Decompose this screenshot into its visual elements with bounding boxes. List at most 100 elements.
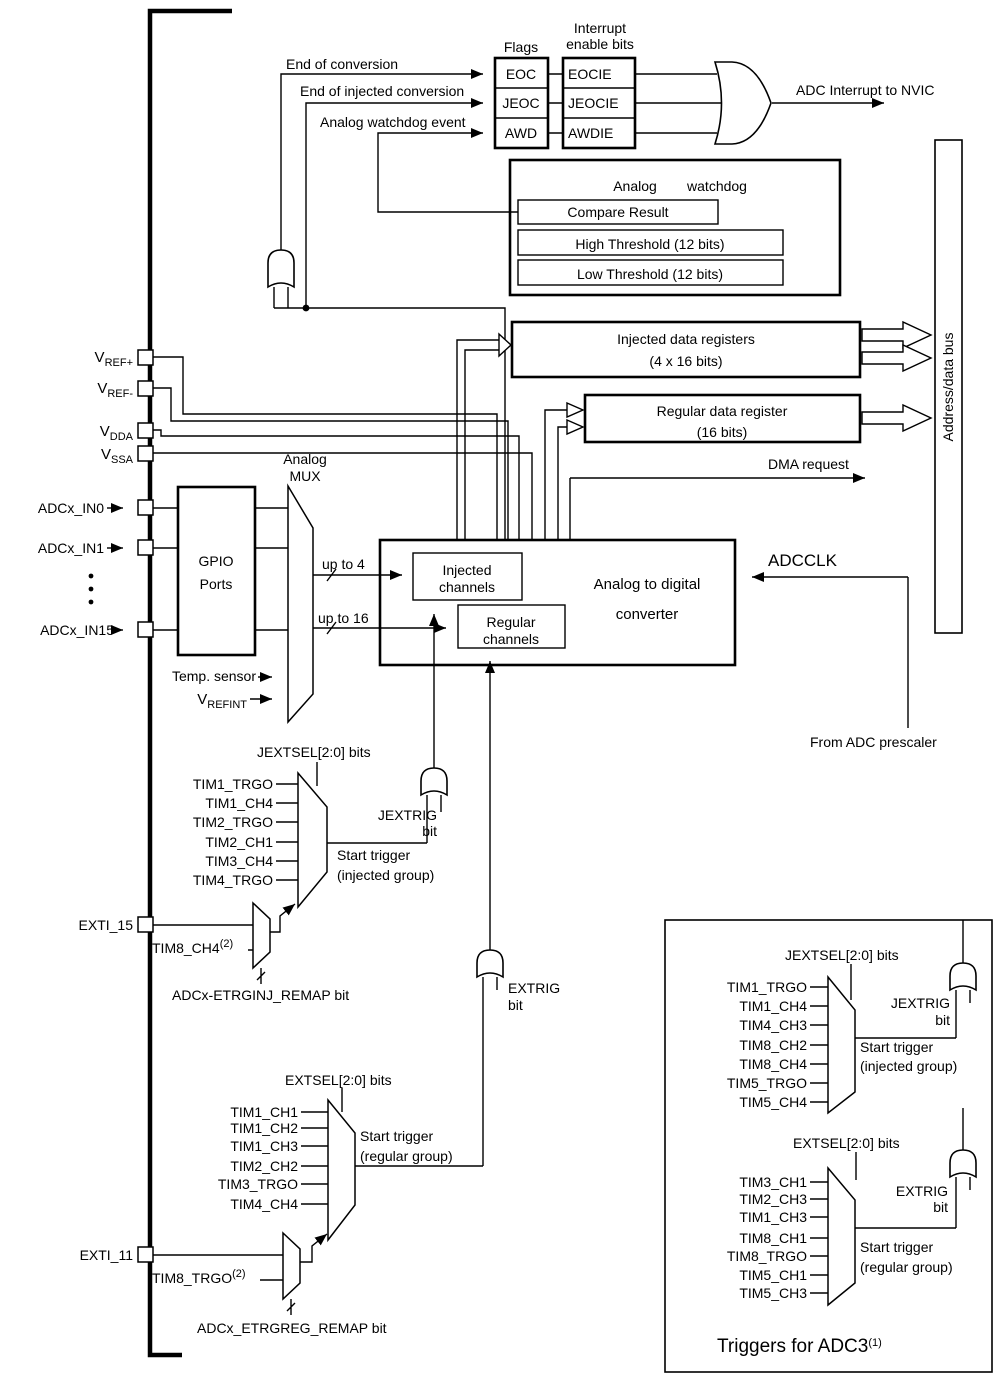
adcx-in0-label: ADCx_IN0 — [38, 500, 104, 516]
flags-box — [493, 56, 550, 150]
injected-registers-label-1: Injected data registers — [617, 331, 755, 347]
adc3-extrig-gate — [949, 1149, 977, 1179]
injected-channels-box — [412, 552, 523, 601]
injected-input-arrowhead — [498, 332, 513, 358]
trigger-input-label: TIM8_CH2 — [739, 1037, 807, 1053]
jextsel-label: JEXTSEL[2:0] bits — [257, 744, 371, 760]
extsel-label: EXTSEL[2:0] bits — [285, 1072, 392, 1088]
trigger-input-label: TIM1_CH3 — [739, 1209, 807, 1225]
remap-inj-out — [270, 903, 296, 933]
injected-channels-label-2: channels — [439, 579, 495, 595]
etrgreg-remap-label: ADCx_ETRGREG_REMAP bit — [197, 1320, 387, 1336]
adcclk-label: ADCCLK — [768, 551, 838, 570]
trigger-input-label: TIM1_TRGO — [727, 979, 807, 995]
chip-boundary-bracket — [147, 8, 232, 1358]
pin-squares — [137, 349, 154, 1263]
extrig-label: EXTRIG — [508, 980, 560, 996]
regular-to-bus-arrow — [861, 403, 933, 433]
eoc-line — [280, 69, 483, 250]
trigger-input-label: TIM5_CH1 — [739, 1267, 807, 1283]
trigger-input-label: TIM4_CH4 — [230, 1196, 298, 1212]
vdda-label: VDDA — [100, 423, 134, 443]
adc3-extsel-mux — [827, 1165, 856, 1307]
adc3-start-inj-2: (injected group) — [860, 1058, 957, 1074]
junction-dot — [302, 304, 310, 312]
trigger-input-label: TIM3_CH4 — [205, 853, 273, 869]
watchdog-title-1: Analog — [613, 178, 657, 194]
exti15-pin — [137, 916, 154, 933]
in15-pin — [137, 621, 154, 638]
injected-remap-mux — [252, 901, 271, 970]
regular-input-arrowhead-1 — [566, 401, 585, 419]
dma-request-label: DMA request — [768, 456, 849, 472]
exti11-label: EXTI_11 — [80, 1247, 134, 1263]
up-to-16-label: up to 16 — [318, 610, 369, 626]
trigger-input-label: TIM1_CH2 — [230, 1120, 298, 1136]
regular-input-arrowhead-2 — [566, 418, 585, 436]
address-data-bus-label: Address/data bus — [940, 333, 956, 442]
tim8-trgo-label: TIM8_TRGO(2) — [152, 1268, 246, 1286]
regular-channels-box — [457, 604, 566, 649]
jextrig-label: JEXTRIG — [378, 807, 437, 823]
vref-minus-label: VREF- — [97, 380, 133, 400]
compare-result-box — [517, 199, 719, 225]
enable-jeocie: JEOCIE — [568, 95, 619, 111]
enable-title-1: Interrupt — [574, 20, 626, 36]
analog-watchdog-event-label: Analog watchdog event — [320, 114, 466, 130]
low-threshold-label: Low Threshold (12 bits) — [577, 266, 723, 282]
vssa-label: VSSA — [101, 446, 134, 466]
wiring — [153, 73, 971, 1315]
vrefint-label: VREFINT — [197, 691, 247, 711]
enable-awdie: AWDIE — [568, 125, 613, 141]
trigger-input-label: TIM8_TRGO — [727, 1248, 807, 1264]
jextrig-and-gate — [420, 767, 448, 797]
extsel-mux — [327, 1097, 356, 1243]
adc3-jextsel-label: JEXTSEL[2:0] bits — [785, 947, 899, 963]
regular-channels-label-1: Regular — [486, 614, 535, 630]
vssa-pin — [137, 445, 154, 462]
converter-label-1: Analog to digital — [594, 576, 701, 593]
analog-mux-label-2: MUX — [289, 468, 321, 484]
gpio-label-2: Ports — [200, 576, 233, 592]
trigger-input-label: TIM2_CH2 — [230, 1158, 298, 1174]
start-trigger-reg-2: (regular group) — [360, 1148, 453, 1164]
enable-title-2: enable bits — [566, 36, 634, 52]
etrginj-remap-label: ADCx-ETRGINJ_REMAP bit — [172, 987, 349, 1003]
end-of-conversion-label: End of conversion — [286, 56, 398, 72]
analog-watchdog-box — [508, 158, 842, 297]
address-data-bus — [934, 139, 963, 634]
converter-label-2: converter — [616, 606, 679, 623]
enable-eocie: EOCIE — [568, 66, 612, 82]
trigger-input-label: TIM5_CH4 — [739, 1094, 807, 1110]
start-trigger-inj-1: Start trigger — [337, 847, 410, 863]
extrig-bit-label: bit — [508, 997, 523, 1013]
adc3-extrig-label: EXTRIG — [896, 1183, 948, 1199]
nvic-label: ADC Interrupt to NVIC — [796, 82, 935, 98]
arrow-wires — [107, 69, 908, 1263]
adcx-in1-label: ADCx_IN1 — [38, 540, 104, 556]
labels: Flags Interrupt enable bits EOC JEOC AWD… — [38, 20, 957, 1357]
adc3-start-reg-1: Start trigger — [860, 1239, 933, 1255]
injected-registers-label-2: (4 x 16 bits) — [649, 353, 722, 369]
trigger-input-label: TIM4_TRGO — [193, 872, 273, 888]
gpio-ports-box — [176, 485, 257, 657]
temp-sensor-label: Temp. sensor — [172, 668, 256, 684]
trigger-input-label: TIM1_CH4 — [739, 998, 807, 1014]
adc3-extsel-label: EXTSEL[2:0] bits — [793, 1135, 900, 1151]
end-of-injected-label: End of injected conversion — [300, 83, 464, 99]
vref-plus-pin — [137, 349, 154, 366]
adcx-in15-label: ADCx_IN15 — [40, 622, 114, 638]
trigger-input-label: TIM1_CH3 — [230, 1138, 298, 1154]
jeoc-line — [305, 98, 483, 308]
awd-line — [377, 128, 518, 213]
adc3-start-reg-2: (regular group) — [860, 1259, 953, 1275]
injected-channels-label-1: Injected — [442, 562, 491, 578]
injected-data-registers-box — [510, 320, 862, 379]
eoc-or-gate — [267, 249, 295, 289]
adc3-start-inj-1: Start trigger — [860, 1039, 933, 1055]
adc3-extrig-bit-label: bit — [933, 1199, 948, 1215]
trigger-input-label: TIM8_CH1 — [739, 1230, 807, 1246]
ellipsis-dots — [88, 573, 94, 605]
injected-to-bus-arrow-1 — [861, 320, 933, 350]
